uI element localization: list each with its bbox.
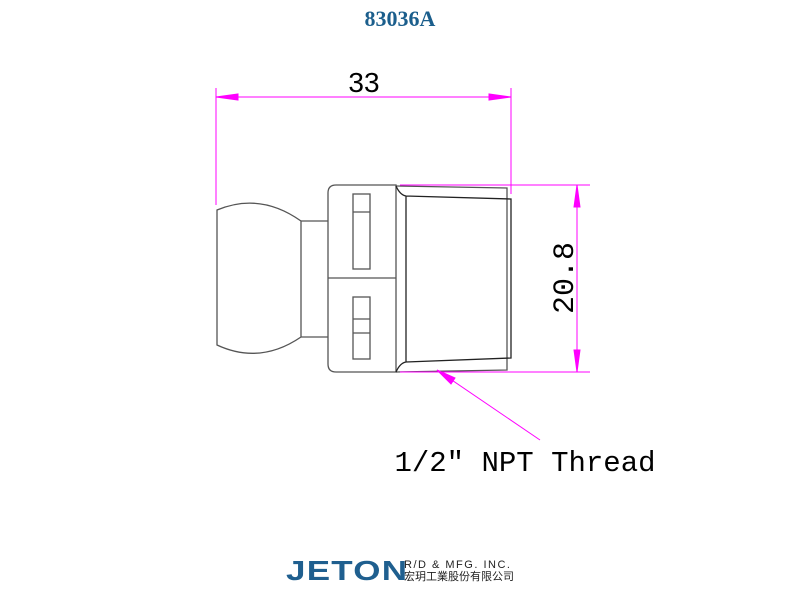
thread-outer [395,185,508,373]
dimension-lines [215,88,590,441]
company-logo: JETON R/D & MFG. INC. 宏玥工業股份有限公司 [286,555,514,587]
neck [301,220,328,338]
thread-note: 1/2" NPT Thread [394,447,655,480]
ball-head [216,202,302,354]
hex-body [327,184,397,373]
logo-brand: JETON [286,555,409,586]
part-number-title: 83036A [364,6,436,31]
thread-inner [395,185,512,373]
logo-tagline: R/D & MFG. INC. [404,559,512,571]
diameter-dimension: 20.8 [549,242,583,314]
part-outline [216,184,512,373]
length-dimension: 33 [348,67,379,98]
logo-chinese-name: 宏玥工業股份有限公司 [404,571,514,583]
slot-top [352,193,371,270]
slot-bottom [352,296,371,360]
